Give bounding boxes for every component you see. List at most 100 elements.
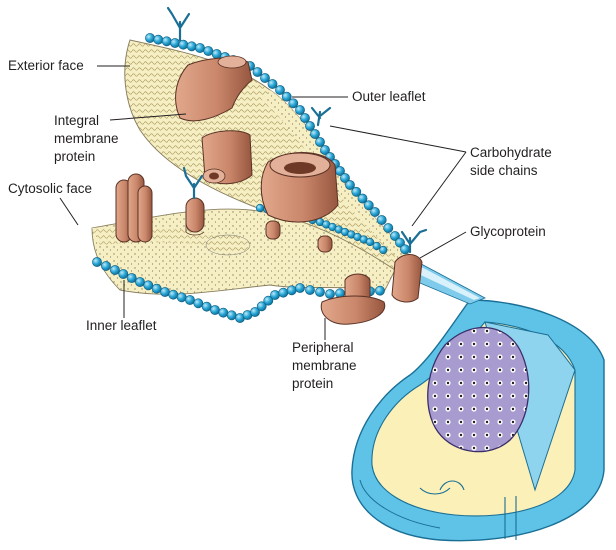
label-peripheral-line3: protein bbox=[292, 376, 333, 391]
phospholipid-head bbox=[300, 113, 310, 123]
phospholipid-head bbox=[135, 277, 145, 287]
label-integral-line1: Integral bbox=[54, 113, 99, 128]
leader-carbohydrate bbox=[329, 125, 467, 227]
phospholipid-head bbox=[168, 289, 179, 300]
phospholipid-head bbox=[186, 41, 197, 52]
phospholipid-head bbox=[375, 285, 385, 296]
phospholipid-head bbox=[101, 261, 111, 271]
phospholipid-head bbox=[400, 244, 410, 255]
outer-leaflet-dotted-side bbox=[262, 90, 412, 266]
phospholipid-head bbox=[376, 215, 387, 225]
phospholipid-head bbox=[126, 273, 137, 283]
phospholipid-head bbox=[345, 180, 355, 190]
small-protein-right bbox=[265, 220, 333, 253]
phospholipid-head bbox=[211, 49, 222, 59]
peripheral-protein-shape bbox=[320, 273, 386, 325]
phospholipid-head bbox=[390, 231, 400, 241]
phospholipid-head bbox=[395, 237, 405, 248]
cell-bottom-folds bbox=[419, 480, 517, 540]
phospholipid-head bbox=[278, 287, 289, 298]
label-integral-line3: protein bbox=[54, 149, 95, 164]
channel-protein-large bbox=[260, 152, 339, 223]
phospholipid-head bbox=[315, 137, 325, 147]
phospholipid-head bbox=[203, 46, 214, 56]
phospholipid-head bbox=[201, 301, 212, 312]
phospholipid-head bbox=[325, 289, 335, 299]
phospholipid-head bbox=[263, 295, 274, 306]
label-glycoprotein: Glycoprotein bbox=[470, 224, 546, 239]
phospholipid-head bbox=[110, 265, 120, 275]
phospholipid-head bbox=[118, 269, 129, 279]
carbohydrate-chain-glyco bbox=[400, 228, 428, 254]
phospholipid-head bbox=[161, 36, 172, 47]
label-integral-line2: membrane bbox=[54, 131, 119, 146]
glycoprotein-shape bbox=[391, 254, 423, 303]
phospholipid-head bbox=[320, 145, 330, 155]
phospholipid-head bbox=[178, 39, 189, 50]
phospholipid-head bbox=[370, 207, 380, 217]
label-peripheral-line1: Peripheral bbox=[292, 340, 354, 355]
cell-illustration bbox=[351, 299, 605, 542]
phospholipid-head bbox=[143, 280, 154, 291]
label-group: Exterior face Integral membrane protein … bbox=[8, 58, 552, 391]
phospholipid-head bbox=[195, 43, 205, 53]
phospholipid-head bbox=[281, 91, 292, 102]
zoom-wedge-inner bbox=[410, 262, 480, 300]
integral-protein-top bbox=[175, 55, 253, 122]
lipid-patch bbox=[205, 234, 251, 256]
phospholipid-head bbox=[226, 310, 237, 321]
phospholipid-head bbox=[151, 283, 162, 294]
phospholipid-head bbox=[176, 292, 187, 303]
phospholipid-head bbox=[351, 186, 362, 197]
label-carbohydrate-line1: Carbohydrate bbox=[470, 145, 552, 160]
phospholipid-head bbox=[340, 173, 350, 183]
phospholipid-head bbox=[185, 295, 195, 305]
carbohydrate-chain-top bbox=[166, 6, 191, 42]
label-cytosolic-face: Cytosolic face bbox=[8, 181, 92, 196]
phospholipid-head bbox=[379, 245, 388, 255]
phospholipid-head bbox=[286, 285, 297, 296]
cell-outer-edge bbox=[359, 479, 441, 529]
carbohydrate-chain-outer bbox=[310, 106, 332, 127]
phospholipid-head bbox=[218, 307, 229, 318]
phospholipid-head bbox=[193, 298, 204, 309]
phospholipid-head bbox=[145, 33, 155, 43]
small-protein-mid bbox=[185, 197, 205, 236]
leader-integral bbox=[109, 113, 187, 121]
leader-cytosolic-face bbox=[59, 197, 79, 226]
phospholipid-head bbox=[310, 129, 320, 139]
phospholipid-head bbox=[153, 34, 164, 45]
phospholipid-head bbox=[160, 287, 170, 297]
phospholipid-head bbox=[383, 223, 394, 233]
phospholipid-head bbox=[275, 85, 285, 95]
label-outer-leaflet: Outer leaflet bbox=[352, 89, 426, 104]
label-peripheral-line2: membrane bbox=[292, 358, 357, 373]
label-carbohydrate-line2: side chains bbox=[470, 163, 538, 178]
phospholipid-head bbox=[270, 290, 280, 300]
label-inner-leaflet: Inner leaflet bbox=[86, 318, 157, 333]
phospholipid-head bbox=[315, 287, 325, 297]
phospholipid-head bbox=[256, 301, 267, 312]
phospholipid-head bbox=[288, 98, 299, 109]
phospholipid-head bbox=[260, 73, 270, 83]
phospholipid-head bbox=[210, 305, 220, 315]
phospholipid-head bbox=[252, 67, 263, 77]
nucleus bbox=[427, 326, 530, 453]
inner-leaflet-slab bbox=[91, 208, 396, 295]
phospholipid-head bbox=[363, 200, 374, 211]
phospholipid-head bbox=[250, 307, 260, 317]
phospholipid-head bbox=[170, 38, 180, 48]
cytosolic-protein-cluster bbox=[115, 173, 153, 243]
phospholipid-head bbox=[372, 241, 381, 251]
phospholipid-head bbox=[365, 237, 375, 247]
phospholipid-head bbox=[305, 121, 315, 131]
leader-glycoprotein bbox=[419, 231, 467, 259]
carbohydrate-chain-mid bbox=[182, 166, 204, 200]
label-exterior-face: Exterior face bbox=[8, 58, 84, 73]
phospholipid-head bbox=[255, 203, 265, 213]
phospholipid-head bbox=[92, 257, 102, 267]
phospholipid-head bbox=[357, 193, 368, 204]
channel-protein-small bbox=[201, 130, 253, 185]
phospholipid-head bbox=[267, 79, 278, 89]
